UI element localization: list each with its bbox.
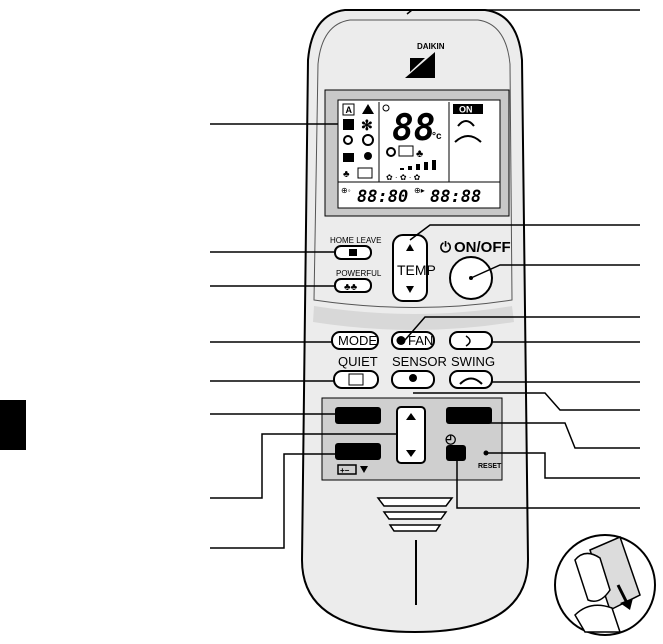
clock-button[interactable] bbox=[446, 445, 466, 461]
temp-label: TEMP bbox=[397, 262, 436, 278]
battery-icon bbox=[337, 464, 357, 475]
silent-fan-icon: ♣ bbox=[416, 148, 423, 160]
sun-icon bbox=[343, 135, 353, 145]
lcd-temperature: 88 bbox=[392, 108, 435, 149]
onoff-label: ON/OFF bbox=[454, 239, 511, 256]
powerful-display-icon: ♣ bbox=[343, 169, 350, 180]
quiet-label: QUIET bbox=[338, 354, 378, 369]
econo-button[interactable] bbox=[335, 443, 381, 460]
emitter-grille bbox=[376, 497, 454, 532]
clock-icon: ◴ bbox=[445, 431, 456, 446]
lcd-timer-off: 88:88 bbox=[430, 187, 481, 207]
quiet-button[interactable] bbox=[333, 370, 379, 389]
fan-button[interactable] bbox=[391, 331, 435, 350]
temp-up-icon bbox=[406, 244, 414, 251]
sensor-icon bbox=[409, 374, 417, 382]
fan-icon bbox=[396, 336, 406, 345]
dry-mode-icon bbox=[362, 104, 374, 114]
slide-arrow-icon bbox=[620, 598, 633, 610]
timer-up-icon bbox=[406, 413, 416, 420]
logo-triangle-small bbox=[410, 58, 425, 72]
callout-econo bbox=[210, 453, 335, 549]
daikin-logo: DAIKIN bbox=[405, 42, 445, 78]
swing-vertical-icon bbox=[465, 335, 471, 347]
power-icon: ⏻ bbox=[440, 239, 451, 255]
timer-down-icon bbox=[406, 450, 416, 457]
inset-hand-top bbox=[574, 552, 611, 602]
powerful-icon: ♣♣ bbox=[344, 282, 358, 293]
divider-band bbox=[313, 306, 514, 330]
inset-hand-bottom bbox=[574, 604, 622, 633]
timer-adjust-button[interactable] bbox=[396, 406, 426, 464]
mode-button[interactable] bbox=[331, 331, 379, 350]
mode-label: MODE bbox=[338, 333, 377, 348]
brand-text: DAIKIN bbox=[417, 42, 445, 51]
reset-label: RESET bbox=[478, 463, 502, 470]
reset-button[interactable] bbox=[483, 450, 489, 456]
powerful-label: POWERFUL bbox=[336, 269, 382, 278]
callout-timer-off bbox=[475, 422, 640, 449]
remote-inner-outline bbox=[313, 19, 513, 308]
callout-onoff bbox=[470, 264, 640, 279]
auto-mode-icon bbox=[342, 103, 355, 116]
quiet-icon bbox=[348, 373, 364, 386]
lcd-temp-unit: °c bbox=[432, 131, 442, 142]
svg-text:A: A bbox=[346, 105, 353, 115]
swing-flap-icon bbox=[457, 120, 475, 127]
lcd-timer-on: 88:80 bbox=[357, 187, 408, 207]
fan-mode-icon bbox=[362, 134, 374, 146]
swing-label: SWING bbox=[451, 354, 495, 369]
sensor-display-icon bbox=[364, 152, 372, 160]
callout-sensor bbox=[413, 392, 640, 411]
section-tab-marker bbox=[0, 400, 26, 450]
on-badge-text: ON bbox=[459, 105, 473, 115]
fan-auto-icon bbox=[398, 145, 414, 157]
timer-off-button[interactable] bbox=[446, 407, 492, 424]
callout-emitter bbox=[406, 9, 640, 15]
callout-lines bbox=[210, 9, 640, 549]
callout-temp bbox=[409, 224, 640, 241]
fan-speed-bars bbox=[400, 160, 436, 170]
callout-reset bbox=[487, 452, 640, 479]
lcd-mode-icons: A ✻ ♣ bbox=[342, 103, 374, 180]
battery-cover-inset bbox=[554, 534, 656, 636]
callout-clock bbox=[456, 461, 640, 509]
heat-mode-icon bbox=[343, 119, 354, 130]
timer-off-icon: ⊕▸ bbox=[414, 186, 425, 195]
fan-speed-icon bbox=[386, 147, 396, 157]
swing-wide-icon bbox=[454, 135, 482, 143]
on-badge bbox=[453, 104, 483, 114]
econo-down-icon bbox=[360, 466, 368, 473]
fan-dots: ✿ · ✿ · ✿ bbox=[386, 173, 421, 182]
callout-timer-adjust bbox=[210, 433, 397, 499]
swing-icon bbox=[459, 377, 483, 385]
callout-fan bbox=[404, 316, 640, 341]
temp-down-icon bbox=[406, 286, 414, 293]
cool-mode-icon: ✻ bbox=[361, 117, 373, 133]
home-leave-icon bbox=[349, 249, 357, 256]
swing-vertical-button[interactable] bbox=[449, 331, 493, 350]
timer-on-icon: ⊕◦ bbox=[341, 186, 351, 195]
sensor-label: SENSOR bbox=[392, 354, 447, 369]
battery-plus-minus: +− bbox=[340, 466, 350, 475]
logo-triangle bbox=[405, 52, 435, 78]
home-leave-display-icon bbox=[343, 153, 354, 162]
transmit-icon bbox=[382, 104, 390, 112]
timer-on-button[interactable] bbox=[335, 407, 381, 424]
temp-button[interactable] bbox=[392, 234, 428, 302]
home-leave-label: HOME LEAVE bbox=[330, 236, 381, 245]
fan-label: FAN bbox=[408, 333, 433, 348]
quiet-display-icon bbox=[357, 167, 373, 179]
